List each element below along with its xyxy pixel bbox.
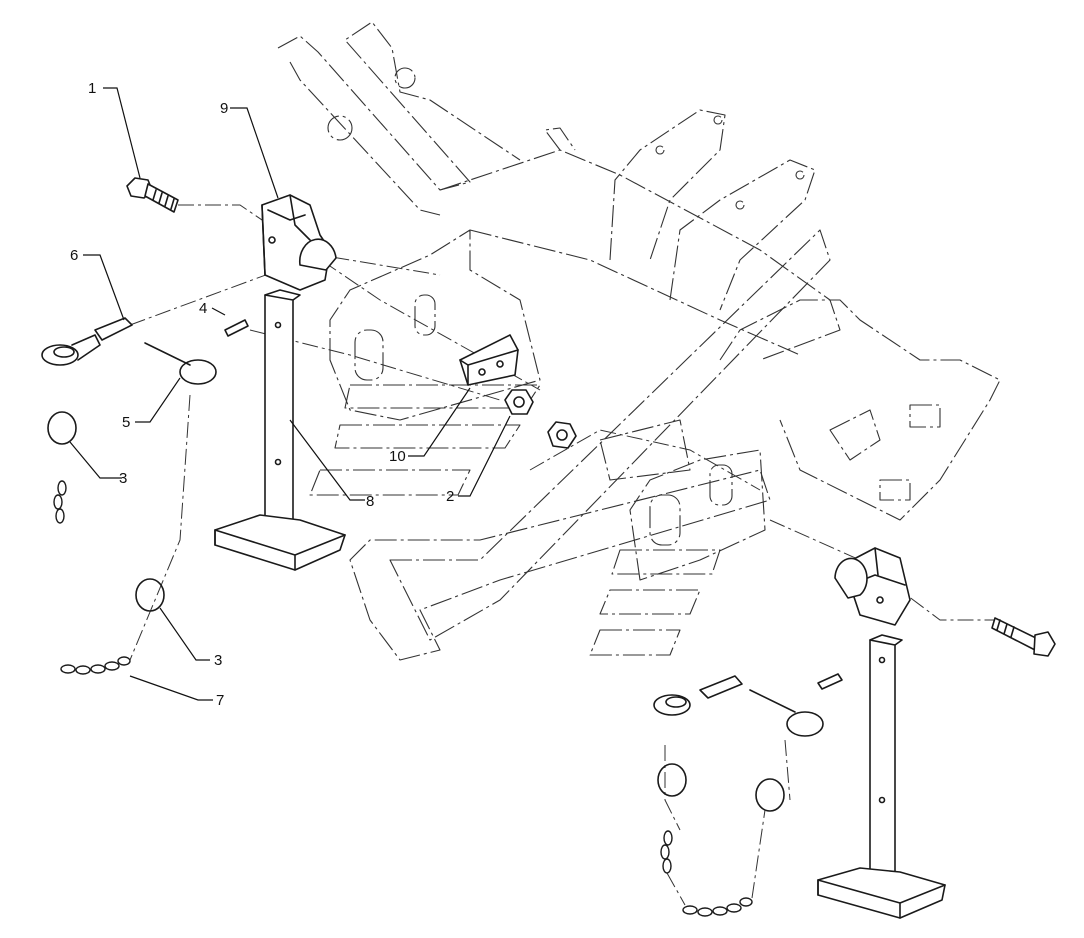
label-part-3-upper: 3 [119,470,127,487]
label-part-10: 10 [389,448,406,465]
label-part-7: 7 [216,692,224,709]
label-part-1: 1 [88,80,96,97]
roll-pin-left [224,319,249,337]
ring-pin-left [144,342,217,385]
label-part-5: 5 [122,414,130,431]
lynch-pin-right [653,675,743,716]
bolt-right [991,617,1056,657]
clamp-bracket-left [261,194,337,291]
clamp-bracket-right [834,547,911,626]
label-part-9: 9 [220,100,228,117]
ring-pin-right [749,689,824,737]
roll-pin-right [817,673,843,690]
bolt-left [126,177,179,213]
label-part-8: 8 [366,493,374,510]
label-part-6: 6 [70,247,78,264]
split-ring-left-lower [135,578,165,612]
lynch-pin-left [41,317,133,366]
label-part-3-lower: 3 [214,652,222,669]
stand-leg-right [817,634,946,919]
label-part-4: 4 [199,300,207,317]
hex-nut-left [504,389,534,415]
chain-left [53,480,131,675]
clamp-plate [459,334,519,386]
leader-lines [69,87,511,701]
split-rings-right [657,763,785,812]
part-labels: 1 9 6 4 5 3 8 10 2 3 7 [70,80,454,709]
stand-leg-left [214,289,346,571]
hex-nut-right [547,421,577,449]
chain-right [660,809,766,917]
label-part-2: 2 [446,488,454,505]
split-ring-left-upper [47,411,77,445]
frame-phantom [277,21,1001,661]
